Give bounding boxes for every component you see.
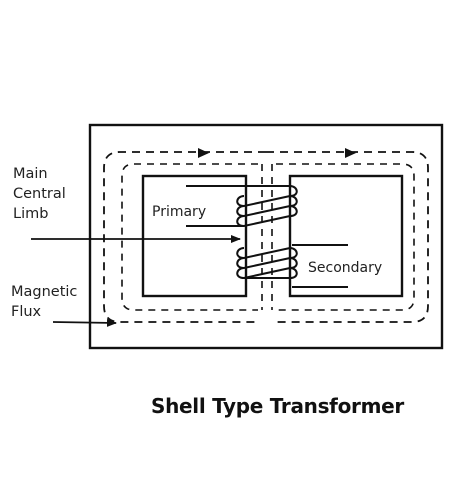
primary-coil bbox=[236, 185, 298, 228]
right-window bbox=[288, 174, 404, 298]
secondary-coil bbox=[236, 247, 298, 280]
secondary-label: Secondary bbox=[308, 260, 383, 276]
flux-path-inner-right bbox=[276, 163, 415, 311]
primary-label: Primary bbox=[152, 204, 207, 220]
flux-arrow-right bbox=[345, 148, 356, 158]
magnetic-flux-label: Magnetic Flux bbox=[11, 282, 77, 322]
flux-arrow-left bbox=[198, 148, 209, 158]
magnetic-flux-line-1: Magnetic bbox=[11, 284, 78, 300]
outer-core bbox=[88, 123, 444, 350]
magnetic-flux-line-2: Flux bbox=[11, 304, 42, 320]
left-window bbox=[141, 174, 248, 298]
main-central-limb-line-3: Limb bbox=[13, 206, 49, 222]
flux-path-right bbox=[266, 151, 429, 323]
flux-path-inner-left bbox=[121, 163, 258, 311]
main-central-limb-line-2: Central bbox=[13, 186, 66, 202]
main-central-limb-label: Main Central Limb bbox=[13, 164, 66, 224]
magnetic-flux-pointer bbox=[52, 318, 117, 327]
main-central-limb-line-1: Main bbox=[13, 166, 48, 182]
diagram-caption: Shell Type Transformer bbox=[151, 394, 404, 418]
